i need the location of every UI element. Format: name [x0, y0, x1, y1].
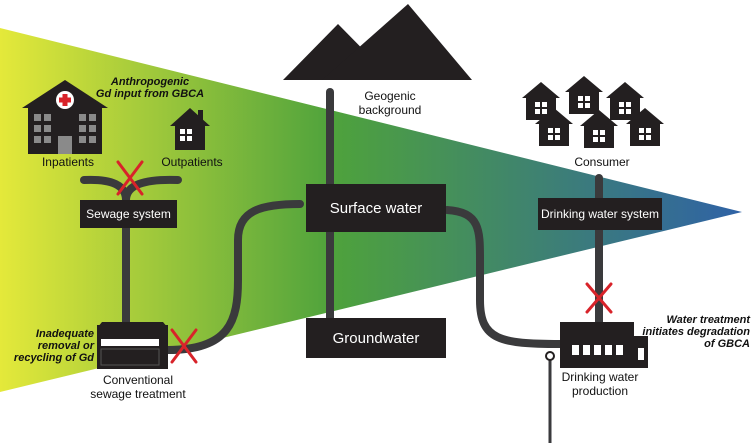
inadequate-note-line3: recycling of Gd	[13, 352, 94, 364]
drinking-production-label: Drinking water production	[545, 370, 655, 398]
anthropogenic-note-line2: Gd input from GBCA	[95, 88, 205, 100]
surface-water-box: Surface water	[306, 184, 446, 232]
consumer-label: Consumer	[574, 155, 630, 169]
drinking-production-label-line2: production	[571, 384, 629, 398]
water-plant-icon	[560, 322, 648, 368]
hospital-icon	[22, 80, 108, 154]
outpatients-label: Outpatients	[161, 155, 223, 169]
water-treatment-note-line3: of GBCA	[704, 338, 750, 350]
drinking-water-system-box: Drinking water system	[538, 198, 662, 230]
conventional-label-line1: Conventional	[102, 373, 174, 387]
water-treatment-note: Water treatment initiates degradation of…	[626, 314, 750, 350]
conventional-label-line2: sewage treatment	[90, 387, 186, 401]
cross-mark-icon	[585, 282, 613, 314]
water-treatment-note-line2: initiates degradation	[642, 326, 750, 338]
outlet-valve-icon	[545, 351, 555, 361]
pipe-surface-to-production	[443, 206, 564, 348]
cross-mark-icon	[116, 160, 144, 196]
houses-icon	[522, 76, 664, 148]
inadequate-note-line1: Inadequate	[35, 328, 94, 340]
geogenic-label-line1: Geogenic	[364, 89, 416, 103]
anthropogenic-note: Anthropogenic Gd input from GBCA	[90, 76, 210, 100]
mountain-icon	[283, 4, 472, 80]
inpatients-label: Inpatients	[41, 155, 95, 169]
groundwater-box: Groundwater	[306, 318, 446, 358]
geogenic-label-line2: background	[358, 103, 422, 117]
drinking-production-label-line1: Drinking water	[561, 370, 639, 384]
anthropogenic-note-line1: Anthropogenic	[110, 76, 190, 88]
cross-mark-icon	[170, 328, 198, 364]
water-treatment-note-line1: Water treatment	[666, 314, 750, 326]
inadequate-note: Inadequate removal or recycling of Gd	[4, 328, 94, 364]
conventional-label: Conventional sewage treatment	[78, 373, 198, 401]
pipe-treatment-to-surface	[164, 200, 304, 354]
sewage-plant-icon	[97, 322, 168, 369]
inadequate-note-line2: removal or	[37, 340, 94, 352]
pipe-outpatients	[122, 175, 182, 204]
house-icon	[170, 108, 210, 150]
geogenic-label: Geogenic background	[335, 89, 445, 117]
sewage-system-box: Sewage system	[80, 200, 177, 228]
